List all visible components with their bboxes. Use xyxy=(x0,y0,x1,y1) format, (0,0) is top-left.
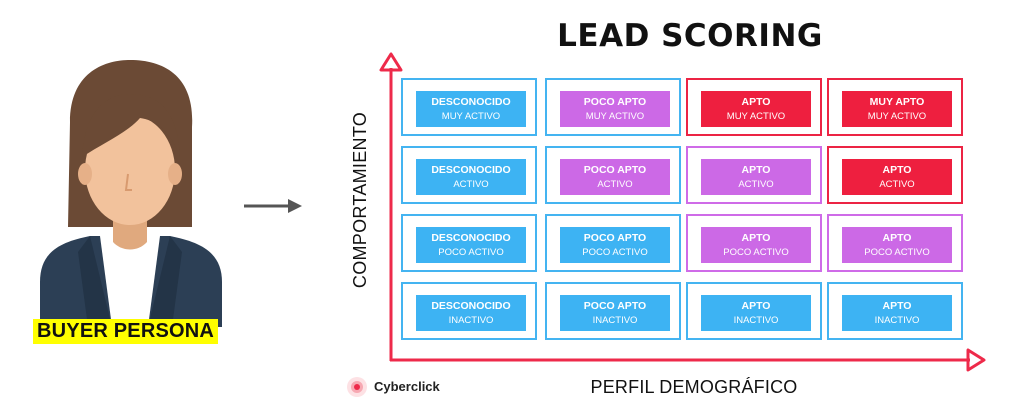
score-label: POCO APTO xyxy=(583,232,647,244)
score-box: APTO ACTIVO xyxy=(701,159,811,195)
activity-label: ACTIVO xyxy=(879,179,915,190)
matrix-cell: APTO POCO ACTIVO xyxy=(827,214,963,272)
matrix-cell: APTO ACTIVO xyxy=(686,146,822,204)
score-label: APTO xyxy=(882,164,912,176)
score-box: POCO APTO ACTIVO xyxy=(560,159,670,195)
score-label: APTO xyxy=(882,300,912,312)
score-box: POCO APTO MUY ACTIVO xyxy=(560,91,670,127)
x-axis-label: PERFIL DEMOGRÁFICO xyxy=(590,377,798,397)
score-label: POCO APTO xyxy=(583,300,647,312)
score-label: DESCONOCIDO xyxy=(431,96,511,108)
matrix-cell: POCO APTO MUY ACTIVO xyxy=(545,78,681,136)
score-label: APTO xyxy=(741,164,771,176)
score-label: APTO xyxy=(741,300,771,312)
activity-label: ACTIVO xyxy=(453,179,489,190)
y-axis-label: COMPORTAMIENTO xyxy=(350,111,370,289)
score-box: DESCONOCIDO MUY ACTIVO xyxy=(416,91,526,127)
matrix-cell: DESCONOCIDO MUY ACTIVO xyxy=(401,78,537,136)
brand: Cyberclick xyxy=(346,376,440,398)
score-label: APTO xyxy=(741,232,771,244)
matrix-cell: DESCONOCIDO INACTIVO xyxy=(401,282,537,340)
activity-label: INACTIVO xyxy=(592,315,638,326)
right-arrow-icon xyxy=(244,199,302,213)
activity-label: MUY ACTIVO xyxy=(726,111,786,122)
matrix-cell: POCO APTO INACTIVO xyxy=(545,282,681,340)
score-box: DESCONOCIDO POCO ACTIVO xyxy=(416,227,526,263)
x-axis-arrow-icon xyxy=(966,348,986,372)
activity-label: MUY ACTIVO xyxy=(585,111,645,122)
activity-label: POCO ACTIVO xyxy=(723,247,789,258)
score-box: MUY APTO MUY ACTIVO xyxy=(842,91,952,127)
page-title: LEAD SCORING xyxy=(557,18,823,54)
activity-label: POCO ACTIVO xyxy=(438,247,504,258)
score-box: POCO APTO INACTIVO xyxy=(560,295,670,331)
score-box: APTO POCO ACTIVO xyxy=(701,227,811,263)
score-box: APTO INACTIVO xyxy=(701,295,811,331)
score-label: APTO xyxy=(741,96,771,108)
buyer-persona: BUYER PERSONA xyxy=(30,52,230,344)
score-label: MUY APTO xyxy=(869,96,925,108)
matrix-axes xyxy=(379,52,986,372)
matrix-cell: APTO MUY ACTIVO xyxy=(686,78,822,136)
score-box: APTO ACTIVO xyxy=(842,159,952,195)
matrix-cell: DESCONOCIDO POCO ACTIVO xyxy=(401,214,537,272)
score-box: APTO POCO ACTIVO xyxy=(842,227,952,263)
activity-label: MUY ACTIVO xyxy=(441,111,501,122)
score-label: APTO xyxy=(882,232,912,244)
cyberclick-logo-icon xyxy=(347,377,367,397)
matrix-cell: APTO POCO ACTIVO xyxy=(686,214,822,272)
activity-label: INACTIVO xyxy=(874,315,920,326)
matrix-cell: MUY APTO MUY ACTIVO xyxy=(827,78,963,136)
persona-label: BUYER PERSONA xyxy=(33,319,219,344)
matrix-cell: POCO APTO ACTIVO xyxy=(545,146,681,204)
score-label: POCO APTO xyxy=(583,164,647,176)
activity-label: INACTIVO xyxy=(733,315,779,326)
score-label: DESCONOCIDO xyxy=(431,300,511,312)
score-label: DESCONOCIDO xyxy=(431,232,511,244)
score-box: POCO APTO POCO ACTIVO xyxy=(560,227,670,263)
activity-label: POCO ACTIVO xyxy=(864,247,930,258)
brand-name: Cyberclick xyxy=(374,379,440,394)
score-box: DESCONOCIDO ACTIVO xyxy=(416,159,526,195)
score-label: DESCONOCIDO xyxy=(431,164,511,176)
matrix-cell: APTO INACTIVO xyxy=(686,282,822,340)
score-label: POCO APTO xyxy=(583,96,647,108)
matrix-cell: DESCONOCIDO ACTIVO xyxy=(401,146,537,204)
activity-label: MUY ACTIVO xyxy=(867,111,927,122)
activity-label: ACTIVO xyxy=(738,179,774,190)
matrix-cell: POCO APTO POCO ACTIVO xyxy=(545,214,681,272)
score-box: APTO MUY ACTIVO xyxy=(701,91,811,127)
y-axis-arrow-icon xyxy=(379,52,403,72)
activity-label: POCO ACTIVO xyxy=(582,247,648,258)
activity-label: INACTIVO xyxy=(448,315,494,326)
matrix-cell: APTO ACTIVO xyxy=(827,146,963,204)
score-box: DESCONOCIDO INACTIVO xyxy=(416,295,526,331)
activity-label: ACTIVO xyxy=(597,179,633,190)
woman-avatar-icon xyxy=(40,60,222,327)
score-box: APTO INACTIVO xyxy=(842,295,952,331)
matrix-cell: APTO INACTIVO xyxy=(827,282,963,340)
